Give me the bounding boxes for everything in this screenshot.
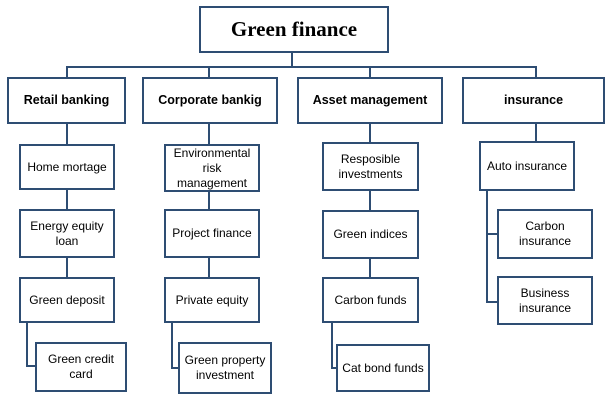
connector	[535, 66, 537, 78]
node-business-insurance: Business insurance	[497, 276, 593, 325]
connector	[66, 123, 68, 145]
node-green-indices: Green indices	[322, 210, 419, 259]
connector	[369, 123, 371, 143]
connector	[66, 257, 68, 278]
connector	[369, 190, 371, 211]
connector	[369, 66, 371, 78]
node-green-deposit: Green deposit	[19, 277, 115, 323]
connector	[331, 367, 337, 369]
connector	[66, 66, 536, 68]
connector	[171, 322, 173, 368]
connector	[369, 258, 371, 278]
connector	[208, 123, 210, 145]
category-insurance: insurance	[462, 77, 605, 124]
node-carbon-funds: Carbon funds	[322, 277, 419, 323]
node-green-credit-card: Green credit card	[35, 342, 127, 392]
node-responsible-investments: Resposible investments	[322, 142, 419, 191]
connector	[331, 322, 333, 368]
root-node: Green finance	[199, 6, 389, 53]
connector	[66, 189, 68, 210]
node-project-finance: Project finance	[164, 209, 260, 258]
connector	[208, 66, 210, 78]
connector	[291, 52, 293, 67]
node-auto-insurance: Auto insurance	[479, 141, 575, 191]
connector	[486, 301, 498, 303]
node-environmental-risk-management: Environmental risk management	[164, 144, 260, 192]
connector	[535, 123, 537, 142]
node-energy-equity-loan: Energy equity loan	[19, 209, 115, 258]
category-retail-banking: Retail banking	[7, 77, 126, 124]
connector	[486, 190, 488, 302]
connector	[66, 66, 68, 78]
category-asset-management: Asset management	[297, 77, 443, 124]
connector	[26, 322, 28, 366]
node-home-mortgage: Home mortage	[19, 144, 115, 190]
connector	[208, 191, 210, 210]
connector	[486, 233, 498, 235]
node-cat-bond-funds: Cat bond funds	[336, 344, 430, 392]
node-private-equity: Private equity	[164, 277, 260, 323]
category-corporate-banking: Corporate bankig	[142, 77, 278, 124]
connector	[171, 367, 179, 369]
node-carbon-insurance: Carbon insurance	[497, 209, 593, 259]
connector	[208, 257, 210, 278]
node-green-property-investment: Green property investment	[178, 342, 272, 394]
connector	[26, 365, 36, 367]
